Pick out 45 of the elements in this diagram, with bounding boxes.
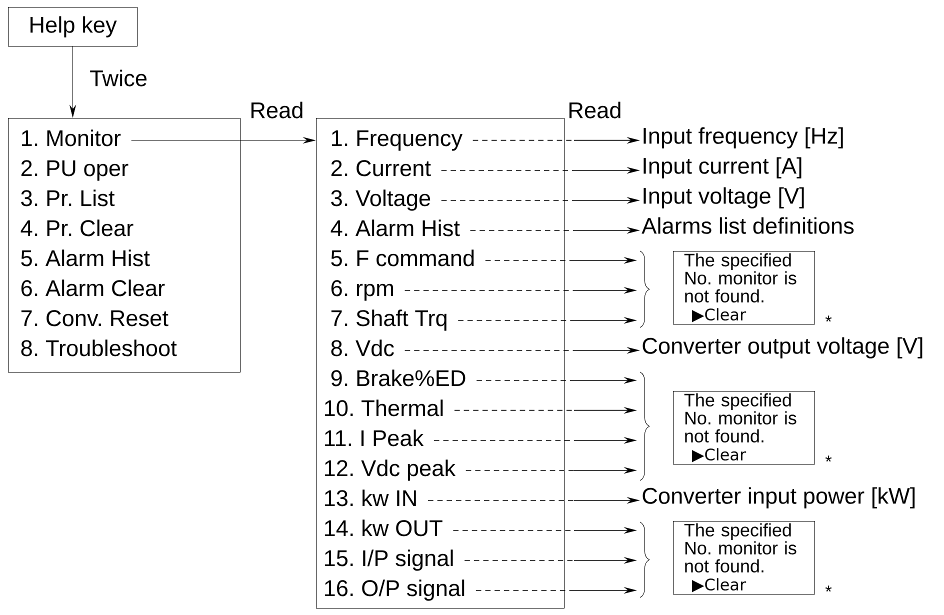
edge-label: Read xyxy=(251,102,302,118)
menu-item: 2. PU oper xyxy=(21,160,128,181)
brace xyxy=(640,250,650,328)
menu-item: 11. I Peak xyxy=(325,430,424,446)
footnote-mark: * xyxy=(825,586,832,592)
edge-label: Twice xyxy=(90,70,147,86)
brace xyxy=(640,372,650,481)
menu-item: 14. kw OUT xyxy=(325,520,442,536)
menu-box xyxy=(8,118,241,373)
menu-item: 5. Alarm Hist xyxy=(21,250,150,266)
output-text: Alarms list definitions xyxy=(642,217,854,234)
menu-item: 6. Alarm Clear xyxy=(21,280,165,296)
edge-label: Read xyxy=(569,102,620,118)
footnote-mark: * xyxy=(825,316,832,322)
menu-item: 4. Pr. Clear xyxy=(20,220,134,236)
key-box: Help key xyxy=(8,7,138,47)
menu-item: 15. I/P signal xyxy=(325,550,453,571)
menu-item: 5. F command xyxy=(331,250,474,266)
menu-item: 4. Alarm Hist xyxy=(330,220,460,236)
menu-item: 9. Brake%ED xyxy=(331,370,466,386)
menu-item: 7. Shaft Trq xyxy=(331,310,446,331)
menu-item: 1. Frequency xyxy=(332,130,462,151)
menu-item: 3. Pr. List xyxy=(21,190,115,206)
menu-item: 6. rpm xyxy=(331,280,393,301)
menu-item: 1. Monitor xyxy=(22,130,121,146)
menu-item: 16. O/P signal xyxy=(325,580,464,601)
brace xyxy=(640,522,650,598)
message-box: The specified No. monitor is not found. ▶Clear xyxy=(673,521,815,595)
menu-item: 13. kw IN xyxy=(325,490,416,506)
message-box: The specified No. monitor is not found. ▶Clear xyxy=(673,391,815,465)
menu-item: 8. Troubleshoot xyxy=(21,340,177,356)
menu-item: 3. Voltage xyxy=(331,190,430,211)
output-text: Input current [A] xyxy=(644,157,802,178)
output-text: Input voltage [V] xyxy=(644,187,804,208)
menu-item: 7. Conv. Reset xyxy=(21,310,168,326)
menu-item: 10. Thermal xyxy=(325,400,443,416)
menu-box xyxy=(316,118,565,609)
output-text: Converter input power [kW] xyxy=(642,487,915,508)
output-text: Input frequency [Hz] xyxy=(644,127,843,148)
menu-item: 8. Vdc xyxy=(331,340,394,356)
menu-item: 12. Vdc peak xyxy=(325,460,456,481)
output-text: Converter output voltage [V] xyxy=(642,337,922,358)
menu-item: 2. Current xyxy=(331,160,431,176)
message-box: The specified No. monitor is not found. ▶Clear xyxy=(673,251,815,325)
footnote-mark: * xyxy=(825,456,832,462)
